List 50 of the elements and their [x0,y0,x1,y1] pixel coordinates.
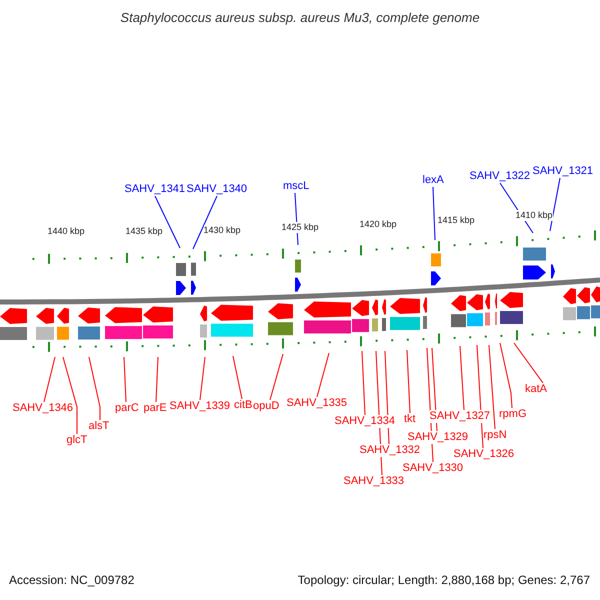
leader-line [200,356,206,400]
leader-line [488,344,496,430]
leader-line [270,354,284,400]
gene-label: rpsN [484,429,507,442]
leader-line [192,196,218,250]
gene-label: SAHV_1330 [402,462,464,475]
gene-label: SAHV_1326 [454,448,514,461]
gene-label: SAHV_1322 [470,170,530,183]
title: Staphylococcus aureus subsp. aureus Mu3, complete genome [119,11,481,24]
gene-label: SAHV_1329 [408,431,468,444]
gene-label: SAHV_1327 [430,410,490,423]
gene-label: glcT [66,434,88,447]
leader-line [232,356,242,400]
gene-label: rpmG [499,408,526,421]
leader-line [62,356,78,434]
gene-label: SAHV_1333 [344,475,404,488]
gene-label: parE [144,402,167,415]
leader-line [432,186,436,240]
gene-label: SAHV_1341 [124,183,186,196]
gene-label: parC [115,402,139,415]
scale-label: 1430 kbp [204,225,241,236]
leader-line [156,356,158,402]
leader-line [514,342,544,384]
leader-line [476,344,484,448]
scale-label: 1420 kbp [360,219,397,230]
accession-note: Accession: NC_009782 [9,574,134,587]
leader-line [154,196,180,248]
leader-line [460,346,464,410]
leader-line [88,356,100,420]
scale-label: 1425 kbp [282,222,319,233]
gene-label: SAHV_1335 [286,397,348,410]
leader-line [44,356,56,402]
leader-line [406,350,410,414]
gene-label: SAHV_1339 [170,400,230,413]
gene-label: SAHV_1332 [360,444,420,457]
scale-label: 1415 kbp [438,215,475,226]
leader-line [550,178,560,232]
genome-stats-note: Topology: circular; Length: 2,880,168 bp; Genes: 2,767 [298,574,590,587]
gene-label: SAHV_1340 [186,183,248,196]
scale-label: 1410 kbp [516,210,553,221]
leader-line [316,352,330,398]
gene-label: SAHV_1334 [334,415,396,428]
leader-line [124,356,126,402]
scale-label: 1440 kbp [48,226,85,237]
scale-label: 1435 kbp [126,226,163,237]
leader-line [500,342,512,408]
leader-line [362,350,366,416]
gene-label: opuD [253,400,280,413]
gene-label: SAHV_1346 [12,402,74,415]
gene-label: SAHV_1321 [532,165,594,178]
